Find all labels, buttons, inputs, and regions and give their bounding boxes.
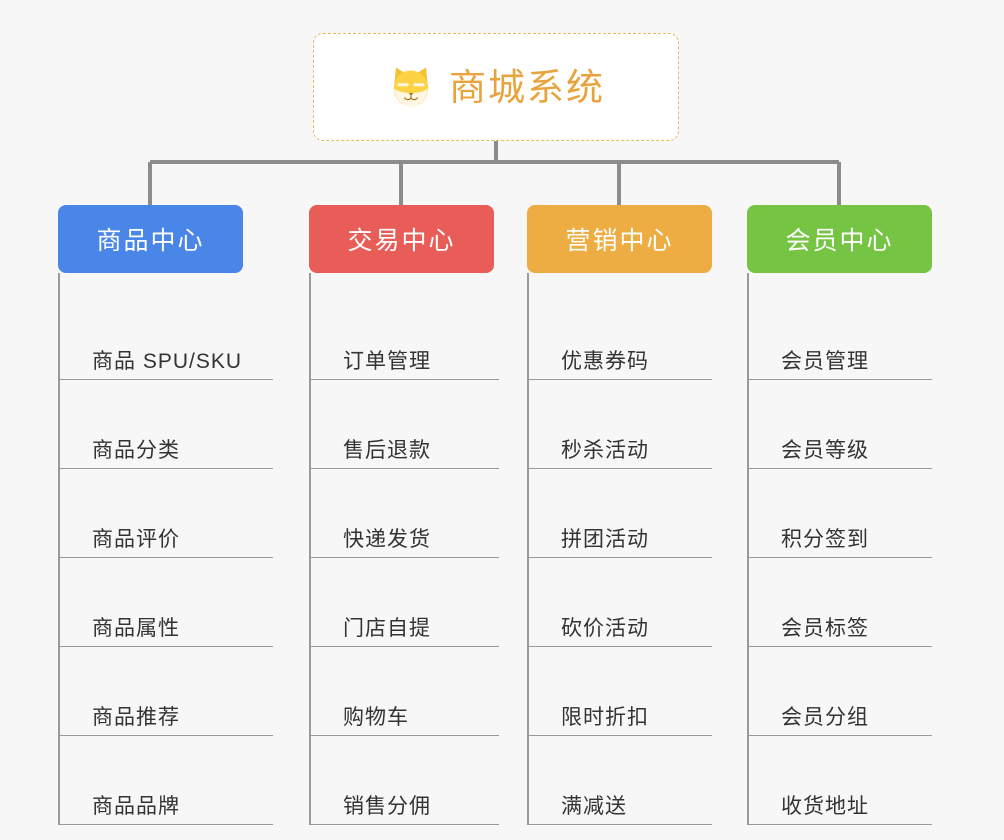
leaf-item[interactable]: 快递发货: [309, 469, 499, 558]
leaf-item-label: 销售分佣: [343, 794, 431, 818]
leaf-item[interactable]: 商品属性: [58, 558, 273, 647]
leaf-item[interactable]: 销售分佣: [309, 736, 499, 825]
leaf-item-label: 商品属性: [92, 616, 180, 640]
leaf-item[interactable]: 商品评价: [58, 469, 273, 558]
leaf-item[interactable]: 会员分组: [747, 647, 932, 736]
leaf-item-underline: [527, 646, 712, 647]
leaf-item-underline: [747, 646, 932, 647]
leaf-item[interactable]: 优惠券码: [527, 291, 712, 380]
leaf-item-label: 拼团活动: [561, 527, 649, 551]
branch-stem-line: [527, 273, 529, 825]
leaf-item-label: 会员管理: [781, 349, 869, 373]
leaf-item-label: 门店自提: [343, 616, 431, 640]
leaf-item-underline: [58, 646, 273, 647]
leaf-item-label: 会员等级: [781, 438, 869, 462]
leaf-item-underline: [527, 735, 712, 736]
leaf-item-underline: [309, 468, 499, 469]
leaf-item-label: 收货地址: [781, 794, 869, 818]
leaf-item-underline: [747, 735, 932, 736]
leaf-item-underline: [309, 824, 499, 825]
leaf-item-label: 订单管理: [343, 349, 431, 373]
shiba-dog-face-icon: [393, 67, 429, 107]
branch-items-3: 优惠券码秒杀活动拼团活动砍价活动限时折扣满减送: [527, 273, 712, 825]
branch-stem-line: [309, 273, 311, 825]
leaf-item[interactable]: 门店自提: [309, 558, 499, 647]
leaf-item-label: 会员分组: [781, 705, 869, 729]
leaf-item[interactable]: 商品推荐: [58, 647, 273, 736]
leaf-item-label: 商品评价: [92, 527, 180, 551]
leaf-item-underline: [309, 557, 499, 558]
leaf-item-label: 优惠券码: [561, 349, 649, 373]
leaf-item-label: 会员标签: [781, 616, 869, 640]
leaf-item[interactable]: 满减送: [527, 736, 712, 825]
branch-items-1: 商品 SPU/SKU 商品分类商品评价商品属性商品推荐商品品牌: [58, 273, 273, 825]
leaf-item-label: 快递发货: [343, 527, 431, 551]
leaf-item-label: 限时折扣: [561, 705, 649, 729]
leaf-item-underline: [58, 735, 273, 736]
branch-column-2: 交易中心订单管理售后退款快递发货门店自提购物车销售分佣: [309, 205, 499, 825]
leaf-item-label: 购物车: [343, 705, 409, 729]
branch-stem-line: [747, 273, 749, 825]
leaf-item-underline: [527, 379, 712, 380]
leaf-item-underline: [58, 379, 273, 380]
leaf-item-label: 商品 SPU/SKU: [92, 349, 243, 373]
leaf-item-underline: [527, 557, 712, 558]
leaf-item[interactable]: 拼团活动: [527, 469, 712, 558]
branch-header-3[interactable]: 营销中心: [527, 205, 712, 273]
leaf-item-label: 秒杀活动: [561, 438, 649, 462]
branch-column-4: 会员中心会员管理会员等级积分签到会员标签会员分组收货地址: [747, 205, 932, 825]
leaf-item-label: 售后退款: [343, 438, 431, 462]
leaf-item-underline: [747, 557, 932, 558]
leaf-item[interactable]: 秒杀活动: [527, 380, 712, 469]
leaf-item-underline: [58, 557, 273, 558]
leaf-item-label: 满减送: [561, 794, 627, 818]
leaf-item-label: 商品分类: [92, 438, 180, 462]
leaf-item-underline: [747, 379, 932, 380]
leaf-item[interactable]: 售后退款: [309, 380, 499, 469]
root-node[interactable]: 商城系统: [313, 33, 679, 141]
root-title: 商城系统: [449, 66, 605, 108]
branch-header-4[interactable]: 会员中心: [747, 205, 932, 273]
leaf-item[interactable]: 砍价活动: [527, 558, 712, 647]
leaf-item-label: 积分签到: [781, 527, 869, 551]
leaf-item-underline: [309, 735, 499, 736]
leaf-item-underline: [747, 824, 932, 825]
leaf-item[interactable]: 商品品牌: [58, 736, 273, 825]
leaf-item[interactable]: 会员等级: [747, 380, 932, 469]
leaf-item-underline: [747, 468, 932, 469]
branch-items-2: 订单管理售后退款快递发货门店自提购物车销售分佣: [309, 273, 499, 825]
leaf-item-underline: [527, 824, 712, 825]
branch-column-3: 营销中心优惠券码秒杀活动拼团活动砍价活动限时折扣满减送: [527, 205, 712, 825]
leaf-item[interactable]: 收货地址: [747, 736, 932, 825]
leaf-item-label: 砍价活动: [561, 616, 649, 640]
branch-items-4: 会员管理会员等级积分签到会员标签会员分组收货地址: [747, 273, 932, 825]
leaf-item-label: 商品推荐: [92, 705, 180, 729]
branch-stem-line: [58, 273, 60, 825]
leaf-item-underline: [58, 468, 273, 469]
leaf-item[interactable]: 购物车: [309, 647, 499, 736]
branch-header-1[interactable]: 商品中心: [58, 205, 243, 273]
leaf-item[interactable]: 限时折扣: [527, 647, 712, 736]
leaf-item-underline: [527, 468, 712, 469]
leaf-item-label: 商品品牌: [92, 794, 180, 818]
leaf-item-underline: [58, 824, 273, 825]
branch-column-1: 商品中心商品 SPU/SKU 商品分类商品评价商品属性商品推荐商品品牌: [58, 205, 273, 825]
branch-header-2[interactable]: 交易中心: [309, 205, 494, 273]
leaf-item[interactable]: 商品分类: [58, 380, 273, 469]
leaf-item[interactable]: 订单管理: [309, 291, 499, 380]
leaf-item[interactable]: 会员管理: [747, 291, 932, 380]
leaf-item[interactable]: 会员标签: [747, 558, 932, 647]
leaf-item-underline: [309, 379, 499, 380]
leaf-item[interactable]: 积分签到: [747, 469, 932, 558]
leaf-item[interactable]: 商品 SPU/SKU: [58, 291, 273, 380]
leaf-item-underline: [309, 646, 499, 647]
